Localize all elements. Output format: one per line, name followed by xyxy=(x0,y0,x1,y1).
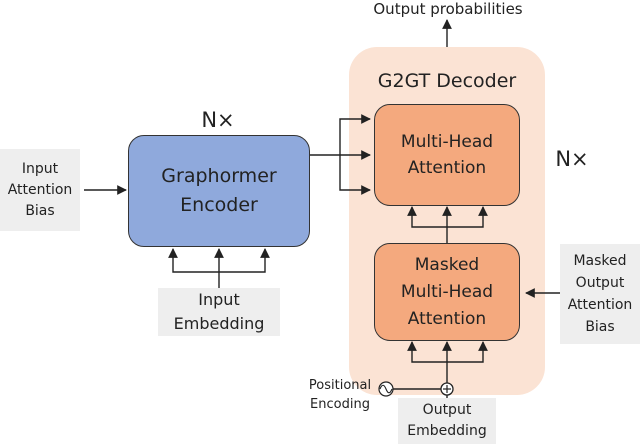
decoder-repeat-label: N× xyxy=(555,147,589,171)
output-probabilities-label: Output probabilities xyxy=(373,0,523,18)
input-embedding-box: Input Embedding xyxy=(158,288,280,336)
add-operator-icon xyxy=(440,382,454,396)
encoder-repeat-label: N× xyxy=(201,108,235,132)
input-attention-bias-box: Input Attention Bias xyxy=(0,149,80,231)
multi-head-attention-block: Multi-Head Attention xyxy=(374,104,520,206)
graphormer-encoder-block: Graphormer Encoder xyxy=(128,135,310,247)
decoder-title: G2GT Decoder xyxy=(377,70,517,92)
output-embedding-box: Output Embedding xyxy=(398,398,496,444)
masked-multi-head-attention-block: Masked Multi-Head Attention xyxy=(374,243,520,341)
masked-output-attention-bias-box: Masked Output Attention Bias xyxy=(560,244,640,344)
positional-encoding-label: Positional Encoding xyxy=(308,378,372,412)
sine-wave-icon xyxy=(378,381,394,397)
